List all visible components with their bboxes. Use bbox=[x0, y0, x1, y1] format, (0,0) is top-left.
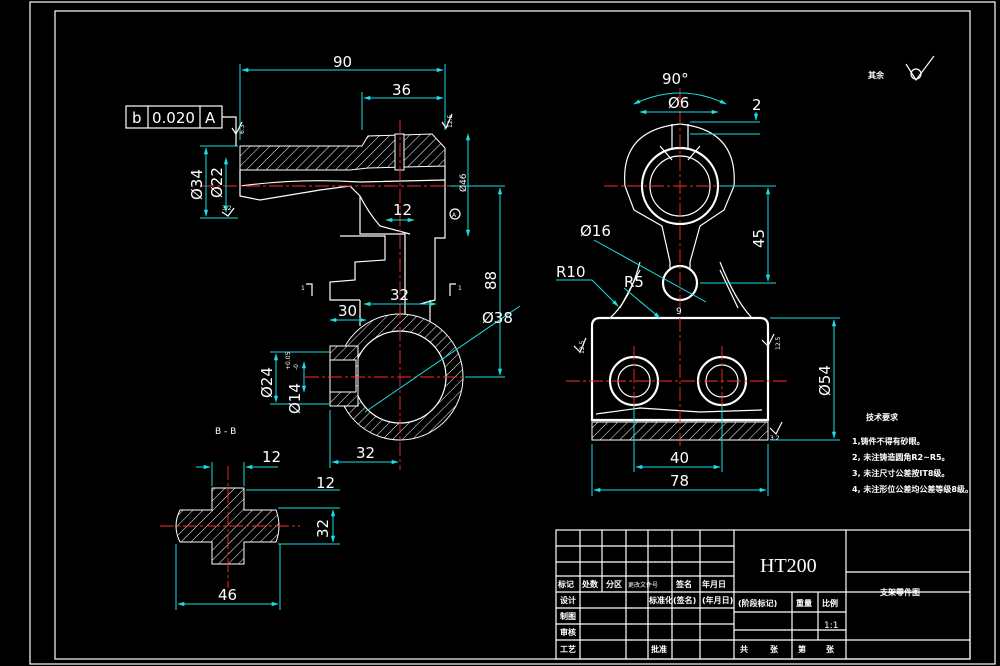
dim-d46: Ø46 bbox=[458, 173, 469, 192]
tol-value: 0.020 bbox=[152, 109, 195, 127]
dim-32b: 32 bbox=[356, 444, 375, 462]
dim-32a: 32 bbox=[390, 286, 409, 304]
inner-border bbox=[54, 10, 971, 660]
front-section-view bbox=[200, 120, 480, 470]
tech-req-item-2: 2, 未注铸造圆角R2~R5。 bbox=[852, 452, 950, 462]
tech-req-item-1: 1,铸件不得有砂眼。 bbox=[852, 436, 925, 446]
dim-12b: 12 bbox=[262, 448, 281, 466]
dim-90deg: 90° bbox=[662, 70, 689, 88]
tol-symbol: b bbox=[132, 109, 142, 127]
bore-line bbox=[239, 179, 446, 187]
tb-r5c1: 工艺 bbox=[560, 644, 576, 654]
finish-note: 其余 bbox=[868, 55, 935, 82]
dim-d6: Ø6 bbox=[668, 94, 689, 112]
side-view bbox=[566, 88, 790, 446]
dim-78: 78 bbox=[670, 472, 689, 490]
bore-slot bbox=[394, 133, 405, 171]
outer-border bbox=[29, 1, 996, 665]
roughness-f: 3.2 bbox=[770, 435, 780, 442]
tb-r4c1: 审核 bbox=[560, 627, 576, 637]
dim-d16: Ø16 bbox=[580, 222, 611, 240]
dim-9: 9 bbox=[676, 307, 682, 317]
tb-r2c4: 标准化 bbox=[648, 595, 673, 605]
dim-12a: 12 bbox=[393, 201, 412, 219]
tb-r2c5: (签名) bbox=[673, 595, 696, 605]
dim-12c: 12 bbox=[316, 474, 335, 492]
section-label: B - B bbox=[215, 427, 236, 437]
tb-r1c4: 更改文件号 bbox=[628, 581, 658, 589]
sheet-label-4: 张 bbox=[826, 645, 835, 654]
front-view-dimensions: 90 36 12 88 32 30 Ø38 Ø34 Ø22 Ø46 Ø24 Ø1… bbox=[188, 53, 521, 468]
sheet-label-1: 共 bbox=[740, 644, 748, 654]
datum-a: A bbox=[452, 212, 457, 219]
dim-45: 45 bbox=[750, 229, 768, 248]
dim-d54: Ø54 bbox=[816, 365, 834, 396]
roughness-a: 12.5 bbox=[447, 114, 454, 128]
lug-hole bbox=[329, 359, 357, 393]
cut-mark-left: 1 bbox=[301, 285, 305, 292]
tb-r2c1: 设计 bbox=[560, 595, 576, 605]
roughness-b: 6.3 bbox=[239, 124, 246, 134]
upper-boss-hatch bbox=[239, 133, 446, 171]
tb-r1c2: 处数 bbox=[581, 579, 599, 589]
tb-r1c6: 年月日 bbox=[702, 579, 726, 589]
tech-req-item-3: 3, 未注尺寸公差按IT8级。 bbox=[852, 468, 949, 478]
tb-r1c3: 分区 bbox=[606, 579, 622, 589]
dim-30: 30 bbox=[338, 302, 357, 320]
roughness-c: 3.2 bbox=[222, 205, 232, 212]
tech-req-title: 技术要求 bbox=[866, 412, 899, 422]
cross-section bbox=[175, 487, 280, 565]
dim-2: 2 bbox=[752, 96, 762, 114]
tech-req-item-4: 4, 未注形位公差均公差等级8级。 bbox=[852, 484, 973, 494]
head-slot bbox=[659, 124, 701, 161]
dim-90: 90 bbox=[333, 53, 352, 71]
head-outline bbox=[624, 123, 735, 270]
body-left-step bbox=[329, 235, 386, 301]
material: HT200 bbox=[760, 555, 817, 577]
dim-d14: Ø14 bbox=[286, 383, 304, 414]
tol-datum: A bbox=[205, 109, 216, 127]
section-b-b: B - B 12 12 32 46 bbox=[160, 427, 340, 610]
stage-label: (阶段标记) bbox=[738, 598, 777, 608]
dim-40: 40 bbox=[670, 449, 689, 467]
tech-requirements: 技术要求 1,铸件不得有砂眼。 2, 未注铸造圆角R2~R5。 3, 未注尺寸公… bbox=[852, 412, 973, 494]
roughness-d: 12.5 bbox=[579, 340, 586, 354]
tb-r1c1: 标记 bbox=[557, 579, 574, 589]
dim-d34: Ø34 bbox=[188, 169, 206, 200]
sheet-label-2: 张 bbox=[770, 645, 779, 654]
weight-label: 重量 bbox=[796, 598, 812, 608]
tb-r1c5: 签名 bbox=[675, 579, 692, 589]
dim-88: 88 bbox=[482, 271, 500, 290]
dim-d14-tol-upper: +0.05 bbox=[285, 351, 292, 370]
dim-32c: 32 bbox=[314, 519, 332, 538]
dim-36: 36 bbox=[392, 81, 411, 99]
dim-d14-tol-lower: -0 bbox=[293, 364, 300, 370]
tb-r5c4: 批准 bbox=[651, 644, 667, 654]
roughness-e: 12.5 bbox=[775, 336, 782, 350]
drawing-name: 支架零件图 bbox=[879, 587, 920, 597]
scale-value: 1:1 bbox=[824, 621, 838, 631]
geometric-tolerance-frame: b 0.020 A bbox=[125, 105, 237, 146]
tb-r2c6: (年月日) bbox=[702, 595, 733, 605]
cut-mark-right: 1 bbox=[458, 285, 462, 292]
dim-d22: Ø22 bbox=[208, 167, 226, 198]
dim-r10: R10 bbox=[556, 263, 586, 281]
tb-r3c1: 制图 bbox=[560, 611, 576, 621]
side-view-dimensions: 90° Ø6 2 45 Ø16 R10 R5 9 Ø54 40 78 12.5 … bbox=[556, 70, 840, 496]
base-outline bbox=[590, 316, 770, 422]
sheet-label-3: 第 bbox=[798, 644, 806, 654]
finish-note-text: 其余 bbox=[868, 70, 885, 80]
dim-d38: Ø38 bbox=[482, 309, 513, 327]
dim-d24: Ø24 bbox=[258, 367, 276, 398]
dim-r5: R5 bbox=[624, 273, 644, 291]
title-block: HT200 支架零件图 标记 处数 分区 更改文件号 签名 年月日 设计 标准化… bbox=[555, 529, 971, 660]
scale-label: 比例 bbox=[822, 598, 838, 608]
dim-46b: 46 bbox=[218, 586, 237, 604]
